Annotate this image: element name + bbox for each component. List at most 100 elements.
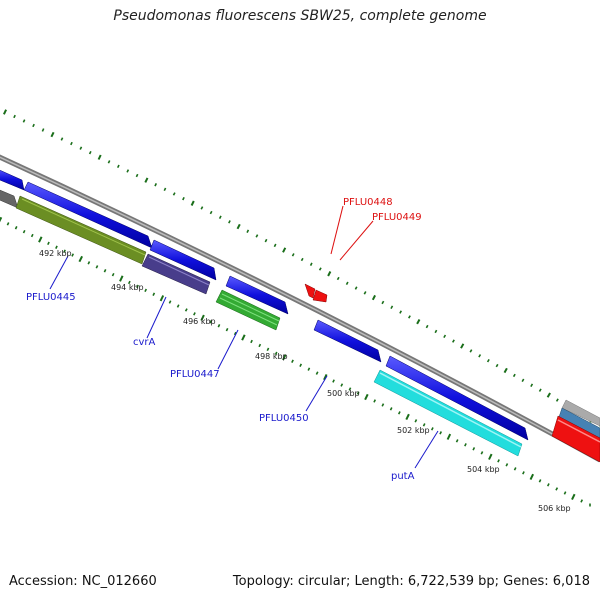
- minor-tick-mark: [152, 292, 156, 296]
- gene-right-grey[interactable]: [561, 399, 600, 427]
- minor-tick-mark: [555, 487, 559, 491]
- minor-tick-mark: [30, 233, 34, 238]
- minor-tick-mark: [136, 284, 139, 289]
- tick-label-506: 506 kbp: [538, 504, 571, 513]
- minor-tick-mark: [414, 419, 418, 423]
- minor-tick-mark: [430, 427, 434, 431]
- minor-tick-mark: [512, 373, 516, 378]
- gene-right-red[interactable]: [551, 415, 600, 463]
- gene-pflu0448[interactable]: [304, 283, 316, 299]
- minor-tick-mark: [6, 222, 10, 226]
- major-tick-mark: [0, 216, 3, 223]
- gene-right-steelblue[interactable]: [557, 407, 600, 441]
- minor-tick-mark: [209, 210, 213, 215]
- forward-gene-pflu0447-upper[interactable]: [225, 275, 289, 315]
- tick-label-500: 500 kbp: [327, 389, 360, 398]
- minor-tick-mark: [87, 261, 91, 265]
- tick-label-492: 492 kbp: [39, 249, 72, 258]
- minor-tick-mark: [300, 257, 304, 262]
- minor-tick-mark: [546, 483, 550, 487]
- minor-tick-mark: [455, 439, 459, 443]
- forward-gene-1[interactable]: [0, 168, 25, 191]
- minor-tick-mark: [95, 265, 99, 269]
- pointer-pflu0449: [339, 220, 374, 261]
- minor-tick-mark: [184, 308, 188, 312]
- minor-tick-mark: [425, 324, 429, 329]
- minor-tick-mark: [258, 343, 262, 348]
- major-tick-mark: [159, 295, 165, 302]
- major-tick-mark: [119, 275, 124, 282]
- minor-tick-mark: [538, 479, 542, 483]
- minor-tick-mark: [79, 146, 83, 150]
- tick-label-504: 504 kbp: [467, 465, 500, 474]
- major-tick-mark: [282, 354, 287, 361]
- major-tick-mark: [327, 271, 332, 277]
- minor-tick-mark: [144, 288, 148, 293]
- major-tick-mark: [282, 247, 287, 253]
- minor-tick-mark: [255, 234, 259, 238]
- minor-tick-mark: [246, 229, 250, 233]
- minor-tick-mark: [443, 334, 447, 338]
- gene-cvra[interactable]: [141, 253, 211, 295]
- gene-pflu0447[interactable]: [215, 289, 281, 331]
- minor-tick-mark: [233, 331, 237, 336]
- minor-tick-mark: [354, 286, 358, 290]
- gene-label-puta[interactable]: putA: [391, 471, 415, 482]
- minor-tick-mark: [107, 160, 111, 164]
- forward-gene-puta-upper[interactable]: [385, 355, 529, 441]
- minor-tick-mark: [381, 300, 385, 305]
- minor-tick-mark: [408, 315, 411, 319]
- gene-label-pflu0445[interactable]: PFLU0445: [26, 292, 76, 303]
- minor-tick-mark: [336, 276, 340, 281]
- minor-tick-mark: [505, 463, 509, 467]
- gene-pflu0449[interactable]: [312, 289, 328, 303]
- minor-tick-mark: [182, 196, 185, 201]
- minor-tick-mark: [389, 407, 393, 411]
- forward-gene-cvrA-upper[interactable]: [149, 239, 217, 281]
- gene-pflu0445[interactable]: [15, 195, 147, 265]
- gene-label-pflu0449[interactable]: PFLU0449: [372, 212, 422, 223]
- minor-tick-mark: [291, 359, 294, 363]
- major-tick-mark: [2, 109, 8, 115]
- minor-tick-mark: [521, 378, 525, 382]
- tick-marks: [0, 216, 591, 507]
- minor-tick-mark: [88, 150, 92, 155]
- gene-label-pflu0448[interactable]: PFLU0448: [343, 197, 393, 208]
- minor-tick-mark: [522, 471, 525, 475]
- major-tick-mark: [488, 453, 493, 460]
- pointer-puta: [414, 430, 439, 469]
- gene-grey-left[interactable]: [0, 188, 19, 209]
- minor-tick-mark: [225, 327, 229, 332]
- major-tick-mark: [364, 393, 369, 401]
- minor-tick-mark: [111, 272, 115, 277]
- minor-tick-mark: [274, 351, 278, 356]
- gene-puta[interactable]: [373, 369, 523, 457]
- gene-label-pflu0450[interactable]: PFLU0450: [259, 413, 309, 424]
- major-tick-mark: [38, 236, 43, 243]
- major-tick-mark: [190, 200, 195, 206]
- minor-tick-mark: [345, 281, 349, 285]
- major-tick-mark: [446, 433, 452, 440]
- major-tick-mark: [323, 373, 328, 381]
- pointer-pflu0447: [217, 329, 239, 370]
- forward-gene-pflu0450[interactable]: [313, 319, 382, 363]
- minor-tick-mark: [538, 388, 542, 392]
- pointer-pflu0445: [49, 255, 69, 290]
- gene-label-cvra[interactable]: cvrA: [133, 337, 156, 348]
- pointer-pflu0448: [330, 205, 344, 255]
- minor-tick-mark: [381, 403, 385, 407]
- major-tick-mark: [416, 319, 421, 325]
- minor-tick-mark: [480, 451, 484, 455]
- accession-text: Accession: NC_012660: [9, 574, 157, 589]
- genome-backbone-highlight: [0, 156, 600, 461]
- minor-tick-mark: [176, 304, 180, 308]
- major-tick-mark: [241, 334, 246, 341]
- minor-tick-mark: [266, 347, 270, 352]
- minor-tick-mark: [356, 391, 360, 395]
- minor-tick-mark: [390, 305, 394, 309]
- gene-label-pflu0447[interactable]: PFLU0447: [170, 369, 220, 380]
- minor-tick-mark: [63, 249, 66, 253]
- minor-tick-mark: [41, 128, 45, 132]
- minor-tick-mark: [472, 447, 476, 451]
